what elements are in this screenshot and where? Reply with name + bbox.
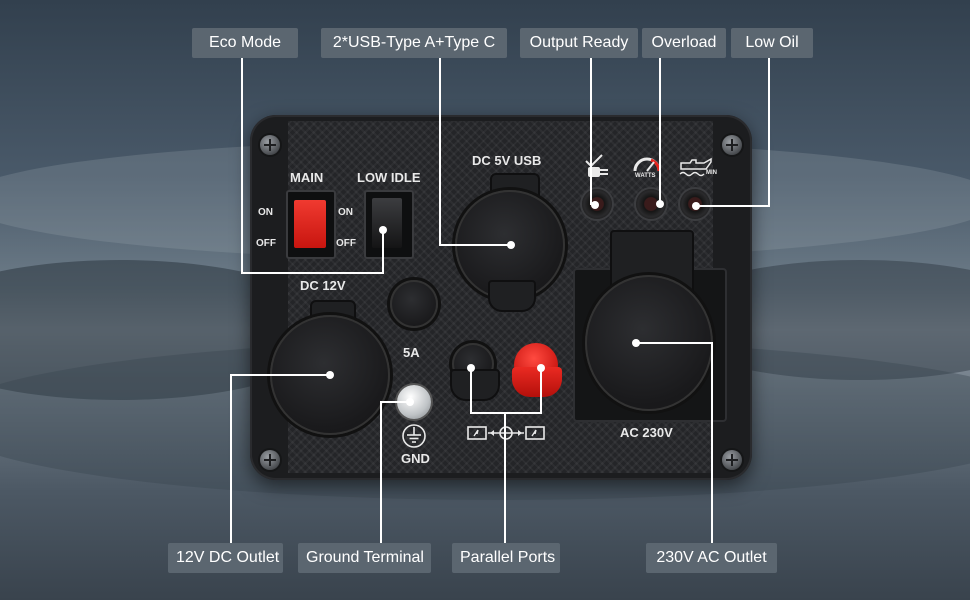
- callout-low-oil: Low Oil: [731, 28, 813, 58]
- low-idle-off-label: OFF: [336, 238, 356, 249]
- callout-ground-terminal: Ground Terminal: [298, 543, 431, 573]
- parallel-positive-cap: [512, 367, 562, 397]
- callout-12v-dc-outlet: 12V DC Outlet: [168, 543, 283, 573]
- low-idle-on-label: ON: [338, 207, 353, 218]
- low-idle-label: LOW IDLE: [357, 170, 421, 185]
- main-switch-label: MAIN: [290, 170, 324, 185]
- screw-bottom-left: [260, 450, 280, 470]
- plug-check-icon: [585, 154, 608, 177]
- ac-label: AC 230V: [620, 425, 673, 440]
- callout-usb: 2*USB-Type A+Type C: [321, 28, 507, 58]
- eco-mode-switch[interactable]: [372, 198, 402, 248]
- callout-eco-mode: Eco Mode: [192, 28, 298, 58]
- main-off-label: OFF: [256, 238, 276, 249]
- screw-top-left: [260, 135, 280, 155]
- main-on-label: ON: [258, 207, 273, 218]
- main-switch[interactable]: [294, 200, 326, 248]
- ground-symbol-icon: [402, 424, 426, 448]
- watts-gauge-icon: [633, 157, 661, 172]
- usb-cap-latch: [488, 280, 536, 312]
- min-label: MIN: [706, 170, 717, 176]
- screw-bottom-right: [722, 450, 742, 470]
- usb-label: DC 5V USB: [472, 153, 542, 168]
- watts-label: WATTS: [635, 173, 656, 179]
- callout-output-ready: Output Ready: [520, 28, 638, 58]
- callout-230v-ac-outlet: 230V AC Outlet: [646, 543, 777, 573]
- oil-can-icon: [679, 157, 712, 177]
- generator-control-panel: MAIN ON OFF LOW IDLE ON OFF DC 12V 5A GN…: [250, 115, 752, 480]
- parallel-negative-cap: [450, 369, 500, 401]
- gnd-label: GND: [401, 451, 430, 466]
- dc12-label: DC 12V: [300, 278, 346, 293]
- battery-parallel-icon: [467, 426, 545, 440]
- fuse-holder[interactable]: [390, 280, 438, 328]
- fuse-label: 5A: [403, 345, 420, 360]
- callout-overload: Overload: [642, 28, 726, 58]
- screw-top-right: [722, 135, 742, 155]
- callout-parallel-ports: Parallel Ports: [452, 543, 560, 573]
